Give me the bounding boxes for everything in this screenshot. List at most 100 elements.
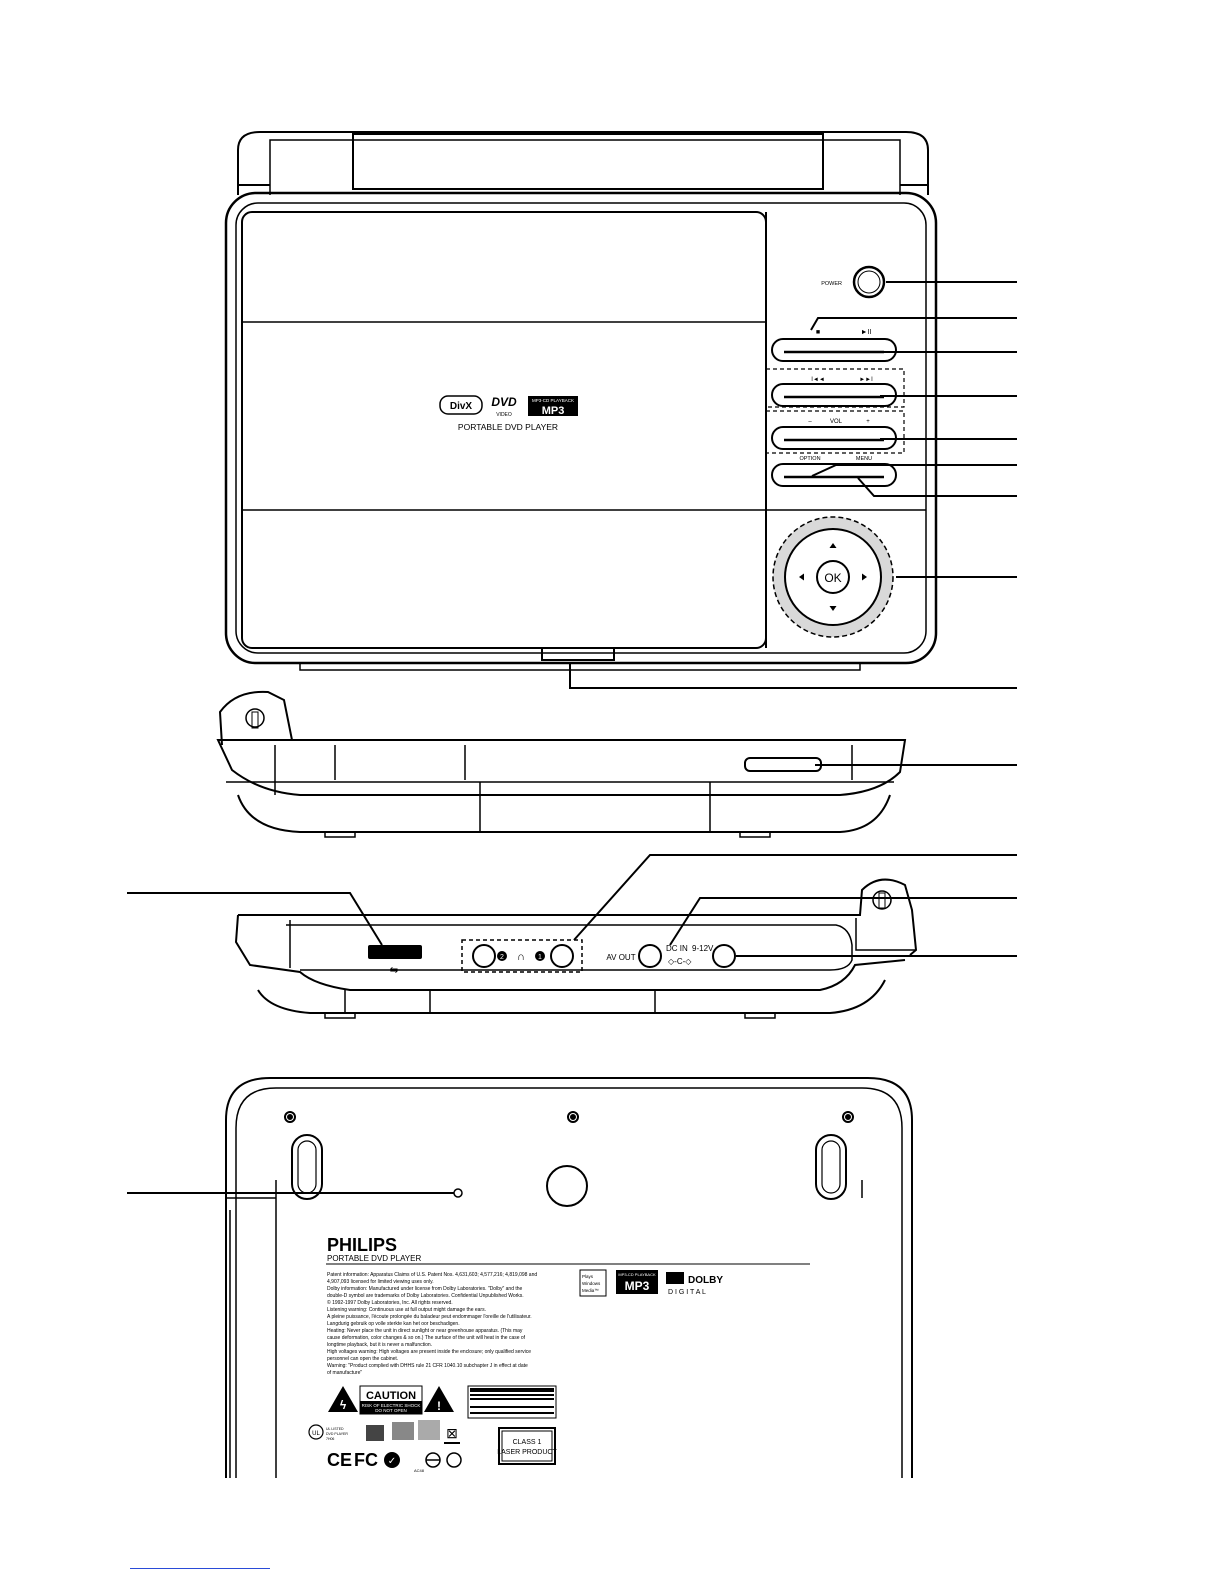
usb-port[interactable] (368, 945, 422, 959)
dc-in-voltage: 9-12V (692, 944, 714, 953)
next-symbol: ►►I (859, 377, 873, 383)
hinge-bar (352, 133, 824, 190)
vol-label: VOL (830, 419, 843, 425)
bottom-mp3-text: MP3 (625, 1279, 650, 1293)
headphones-icon: ∩ (517, 951, 525, 963)
legal-line: A pleine puissance, l'écoute prolongée d… (327, 1314, 532, 1320)
legal-line: Warning: "Product complied with DHHS rul… (327, 1363, 528, 1369)
digital-text: D I G I T A L (668, 1289, 706, 1296)
volume-rocker[interactable] (771, 426, 897, 450)
bottom-mp3-logo (616, 1270, 658, 1294)
bottom-view (225, 1077, 913, 1478)
legal-line: Patent information: Apparatus Claims of … (327, 1272, 537, 1278)
dolby-text: DOLBY (688, 1275, 723, 1286)
svg-text:!: ! (437, 1399, 441, 1413)
dolby-mark (666, 1272, 684, 1284)
stop-play-rocker[interactable] (771, 338, 897, 362)
side-hinge (218, 690, 293, 746)
fcc-mark: FC (354, 1450, 378, 1470)
dc-in-label: DC IN (666, 944, 688, 953)
headphone-jack-1[interactable] (550, 944, 574, 968)
body-outline (224, 191, 938, 665)
legal-line: Heating: Never place the unit in direct … (327, 1328, 523, 1334)
footer-link-underline[interactable] (130, 1568, 270, 1569)
callout-lines (127, 281, 1017, 1194)
rear-view: ⇋ 2 ∩ 1 AV OUT DC IN 9-12V ◇-C-◇ (234, 878, 918, 1019)
menu-label: MENU (856, 456, 872, 462)
control-panel: POWER ■ ►II I◄◄ ►►I – VOL + OPTION MENU … (765, 265, 905, 638)
rear-top-outline (238, 878, 918, 956)
right-arrow-icon[interactable] (862, 573, 867, 581)
ok-button[interactable] (816, 560, 850, 594)
dc-in-jack[interactable] (712, 944, 736, 968)
up-arrow-icon[interactable] (829, 543, 837, 548)
side-view (216, 690, 907, 838)
front-view (224, 131, 938, 671)
svg-text:ϟ: ϟ (340, 1398, 347, 1412)
mp3-logo-top: MP3-CD PLAYBACK (532, 398, 574, 403)
body-inner (235, 202, 927, 654)
power-button[interactable] (852, 265, 886, 299)
volume-group-outline (765, 410, 905, 454)
divx-logo (439, 395, 483, 415)
down-arrow-icon[interactable] (829, 606, 837, 611)
exclamation-warning-icon (424, 1386, 454, 1412)
legal-line: © 1992-1997 Dolby Laboratories, Inc. All… (327, 1299, 453, 1306)
legal-line: personnel can open the cabinet. (327, 1356, 398, 1362)
bottom-product-name: PORTABLE DVD PLAYER (327, 1254, 421, 1263)
legal-line: Listening warning: Continuous use at ful… (327, 1307, 486, 1313)
bottom-outline (225, 1077, 913, 1478)
ce-mark: CE (327, 1450, 352, 1470)
option-menu-rocker[interactable] (771, 463, 897, 487)
windows-text: Windows (582, 1281, 601, 1286)
skip-rocker[interactable] (771, 383, 897, 407)
caution-line1: RISK OF ELECTRIC SHOCK (362, 1403, 421, 1408)
plays-text: Plays (582, 1274, 594, 1279)
vol-plus: + (866, 419, 870, 425)
stop-symbol: ■ (816, 329, 820, 336)
av-out-label: AV OUT (606, 953, 635, 962)
side-base (237, 794, 891, 833)
ul-line2: DVD PLAYER (326, 1432, 348, 1436)
lid-latch (541, 647, 615, 661)
shock-warning-icon (328, 1386, 358, 1412)
blurred-mark-3 (418, 1420, 440, 1440)
bottom-mp3-top: MP3-CD PLAYBACK (618, 1272, 656, 1277)
polarity-icon: ◇-C-◇ (668, 957, 692, 966)
class1-line2: LASER PRODUCT (497, 1449, 557, 1456)
center-foot (546, 1165, 588, 1207)
headphone-2-number: 2 (500, 954, 504, 961)
ul-line1: UL LISTED (326, 1427, 344, 1431)
lid-top-outline (237, 131, 929, 195)
legal-line: double-D symbol are trademarks of Dolby … (327, 1293, 524, 1299)
laser-warning-label (467, 1385, 557, 1419)
class1-label (498, 1427, 556, 1465)
legal-line: cause deformation, color changes & so on… (327, 1335, 526, 1341)
headphone-group-outline (461, 939, 583, 973)
rear-panel (286, 924, 853, 971)
ul-logo (308, 1424, 324, 1440)
headphone-1-badge (535, 951, 545, 961)
weee-bin-icon: ⊠ (446, 1425, 458, 1441)
headphone-jack-2[interactable] (472, 944, 496, 968)
c-tick-mark (384, 1452, 400, 1468)
left-arrow-icon[interactable] (799, 573, 804, 581)
ul-line3: 7H06 (326, 1437, 334, 1441)
ok-label: OK (824, 571, 841, 585)
foot-right (815, 1134, 847, 1200)
caution-line2: DO NOT OPEN (375, 1408, 406, 1413)
media-text: Media™ (582, 1288, 599, 1293)
legal-line: longtime playback, but it is never a mal… (327, 1342, 432, 1348)
av-out-jack[interactable] (638, 944, 662, 968)
option-label: OPTION (799, 456, 820, 462)
brand-name: PHILIPS (327, 1235, 397, 1255)
side-body (216, 739, 907, 796)
play-pause-symbol: ►II (861, 329, 872, 336)
prev-symbol: I◄◄ (811, 377, 825, 383)
legal-text: Patent information: Apparatus Claims of … (327, 1272, 537, 1376)
lid-logos: DivX DVD VIDEO MP3-CD PLAYBACK MP3 PORTA… (439, 395, 578, 432)
svg-text:✓: ✓ (388, 1456, 396, 1467)
bottom-point (453, 1188, 463, 1198)
safety-mark (446, 1452, 462, 1468)
